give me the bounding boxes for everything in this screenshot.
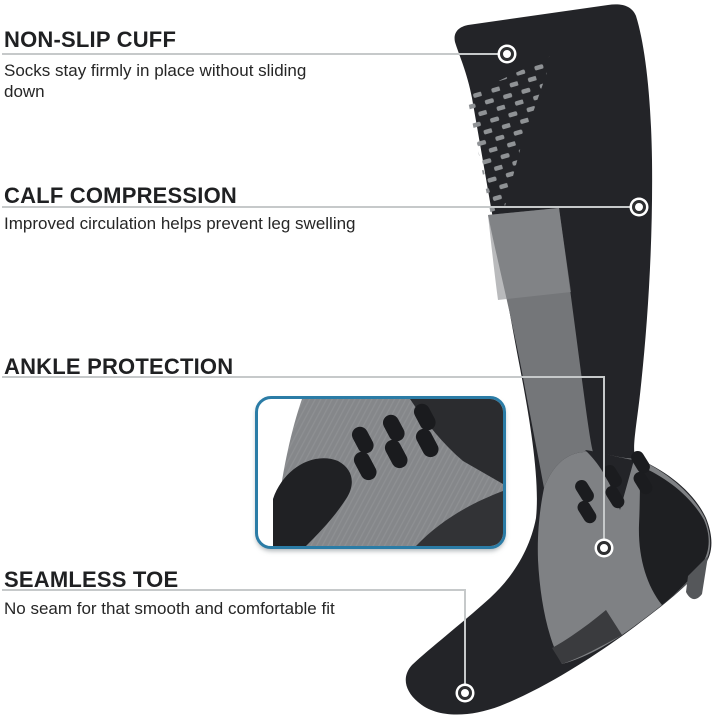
- calf-panel-highlight: [488, 208, 571, 300]
- ankle-detail-zoom: [273, 399, 503, 546]
- leader-line-cuff: [2, 53, 508, 55]
- leader-line-ankle-horizontal: [2, 376, 605, 378]
- callout-title-non-slip-cuff: NON-SLIP CUFF: [4, 27, 177, 52]
- callout-description-seamless-toe: No seam for that smooth and comfortable …: [4, 599, 335, 618]
- leader-line-calf: [2, 206, 640, 208]
- marker-dot-ankle: [597, 541, 611, 555]
- leader-line-ankle-vertical: [603, 376, 605, 548]
- heel-gray-tip: [686, 556, 708, 600]
- marker-dot-toe: [458, 686, 472, 700]
- inset-heel: [273, 458, 352, 546]
- inset-ankle-pads: [351, 403, 439, 481]
- ankle-pads: [575, 450, 653, 524]
- inset-dark-bottom: [416, 491, 503, 546]
- heel-cup: [638, 466, 709, 605]
- callout-title-ankle-protection: ANKLE PROTECTION: [4, 354, 234, 379]
- callout-description-calf-compression: Improved circulation helps prevent leg s…: [4, 214, 356, 233]
- callout-description-non-slip-cuff: Socks stay firmly in place without slidi…: [4, 61, 307, 102]
- marker-dot-calf: [632, 200, 646, 214]
- marker-dot-cuff: [500, 47, 514, 61]
- cuff-checker-pattern: [467, 55, 553, 240]
- leader-line-toe-vertical: [464, 589, 466, 693]
- sole-shading: [552, 610, 622, 664]
- leader-line-toe-horizontal: [2, 589, 466, 591]
- callout-title-seamless-toe: SEAMLESS TOE: [4, 567, 179, 592]
- ankle-detail-inset-box: [255, 396, 506, 549]
- callout-title-calf-compression: CALF COMPRESSION: [4, 183, 237, 208]
